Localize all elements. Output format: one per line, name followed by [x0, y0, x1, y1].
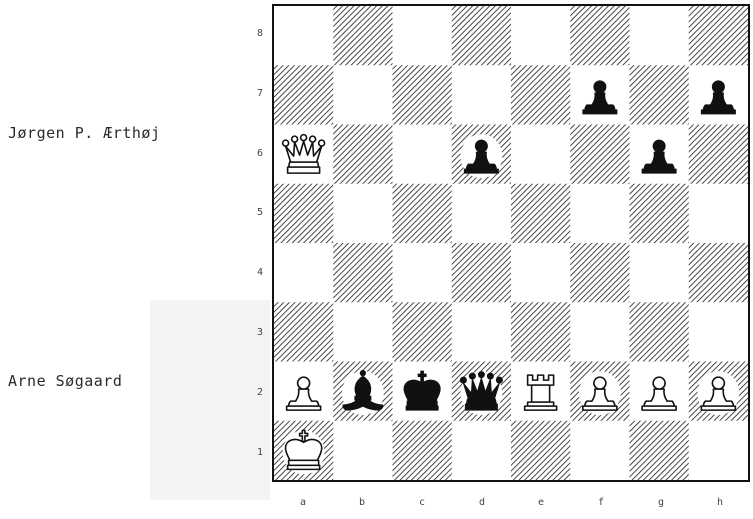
rank-label-6: 6 — [255, 148, 265, 159]
file-label-b: b — [352, 497, 372, 508]
square-g8[interactable] — [630, 6, 690, 66]
square-a5[interactable] — [274, 184, 334, 244]
rank-label-5: 5 — [255, 207, 265, 218]
file-label-c: c — [412, 497, 432, 508]
square-e6[interactable] — [511, 125, 571, 185]
file-label-a: a — [293, 497, 313, 508]
square-g5[interactable] — [630, 184, 690, 244]
file-label-f: f — [591, 497, 611, 508]
square-d4[interactable] — [452, 243, 512, 303]
rank-label-7: 7 — [255, 88, 265, 99]
square-f1[interactable] — [570, 421, 630, 480]
square-b4[interactable] — [333, 243, 393, 303]
square-b6[interactable] — [333, 125, 393, 185]
file-label-d: d — [472, 497, 492, 508]
player-name-bottom: Arne Søgaard — [8, 372, 122, 390]
square-g3[interactable] — [630, 302, 690, 362]
square-h5[interactable] — [689, 184, 748, 244]
square-e3[interactable] — [511, 302, 571, 362]
square-c6[interactable] — [393, 125, 453, 185]
square-h1[interactable] — [689, 421, 748, 480]
board-svg — [274, 6, 748, 480]
square-a8[interactable] — [274, 6, 334, 66]
square-a3[interactable] — [274, 302, 334, 362]
square-f3[interactable] — [570, 302, 630, 362]
square-d8[interactable] — [452, 6, 512, 66]
file-label-h: h — [710, 497, 730, 508]
square-d1[interactable] — [452, 421, 512, 480]
square-b5[interactable] — [333, 184, 393, 244]
square-e1[interactable] — [511, 421, 571, 480]
square-g1[interactable] — [630, 421, 690, 480]
square-c1[interactable] — [393, 421, 453, 480]
background-ghost-text — [150, 300, 270, 500]
square-h3[interactable] — [689, 302, 748, 362]
square-f4[interactable] — [570, 243, 630, 303]
square-b7[interactable] — [333, 65, 393, 125]
square-c4[interactable] — [393, 243, 453, 303]
square-a7[interactable] — [274, 65, 334, 125]
square-c5[interactable] — [393, 184, 453, 244]
chess-board — [272, 4, 750, 482]
square-e8[interactable] — [511, 6, 571, 66]
square-c3[interactable] — [393, 302, 453, 362]
square-h8[interactable] — [689, 6, 748, 66]
square-b3[interactable] — [333, 302, 393, 362]
file-label-g: g — [651, 497, 671, 508]
square-f8[interactable] — [570, 6, 630, 66]
player-name-top: Jørgen P. Ærthøj — [8, 124, 161, 142]
square-b8[interactable] — [333, 6, 393, 66]
square-d3[interactable] — [452, 302, 512, 362]
square-g4[interactable] — [630, 243, 690, 303]
square-c7[interactable] — [393, 65, 453, 125]
square-f6[interactable] — [570, 125, 630, 185]
rank-label-1: 1 — [255, 447, 265, 458]
square-e7[interactable] — [511, 65, 571, 125]
square-c8[interactable] — [393, 6, 453, 66]
file-label-e: e — [531, 497, 551, 508]
square-f5[interactable] — [570, 184, 630, 244]
square-e5[interactable] — [511, 184, 571, 244]
rank-label-4: 4 — [255, 267, 265, 278]
square-h6[interactable] — [689, 125, 748, 185]
square-g7[interactable] — [630, 65, 690, 125]
rank-label-2: 2 — [255, 387, 265, 398]
square-e4[interactable] — [511, 243, 571, 303]
square-b1[interactable] — [333, 421, 393, 480]
rank-label-8: 8 — [255, 28, 265, 39]
square-d5[interactable] — [452, 184, 512, 244]
square-h4[interactable] — [689, 243, 748, 303]
rank-label-3: 3 — [255, 327, 265, 338]
square-a4[interactable] — [274, 243, 334, 303]
square-d7[interactable] — [452, 65, 512, 125]
